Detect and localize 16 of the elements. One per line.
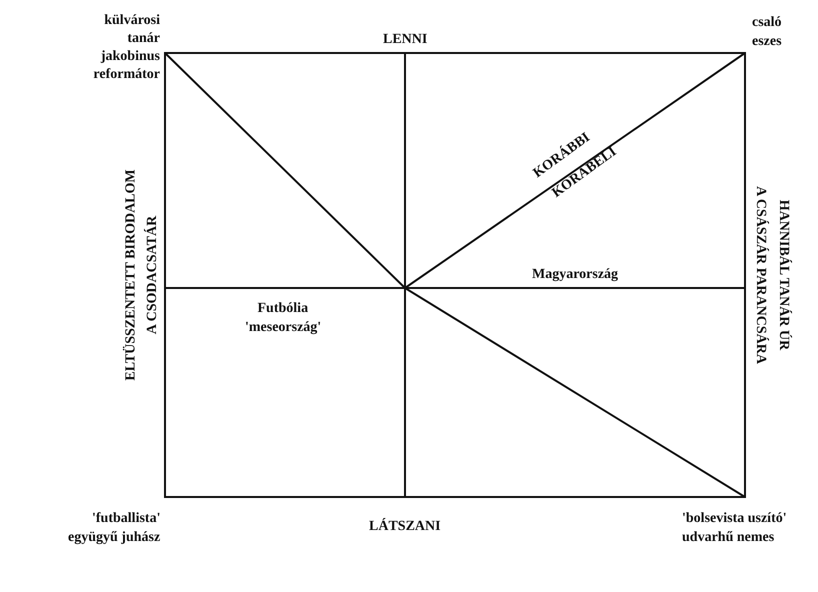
region-label: Magyarország (532, 266, 618, 284)
axis-label: LENNI (383, 31, 428, 49)
corner-label: csaló (752, 14, 782, 32)
side-label: A CSÁSZÁR PARANCSÁRA (752, 186, 769, 364)
side-label: HANNIBÁL TANÁR ÚR (775, 200, 792, 350)
corner-label: 'futballista' (92, 510, 160, 528)
corner-label: együgyű juhász (68, 529, 160, 547)
side-label: ELTÜSSZENTETT BIRODALOM (122, 169, 140, 381)
region-label: 'meseország' (245, 319, 322, 337)
side-label: A CSODACSATÁR (144, 216, 162, 334)
corner-label: jakobinus reformátor (92, 48, 160, 84)
corner-label: 'bolsevista uszító' (682, 510, 787, 528)
corner-label: eszes (752, 33, 782, 51)
corner-label: udvarhű nemes (682, 529, 774, 547)
axis-label: LÁTSZANI (369, 518, 441, 536)
region-label: Futbólia (258, 300, 308, 318)
